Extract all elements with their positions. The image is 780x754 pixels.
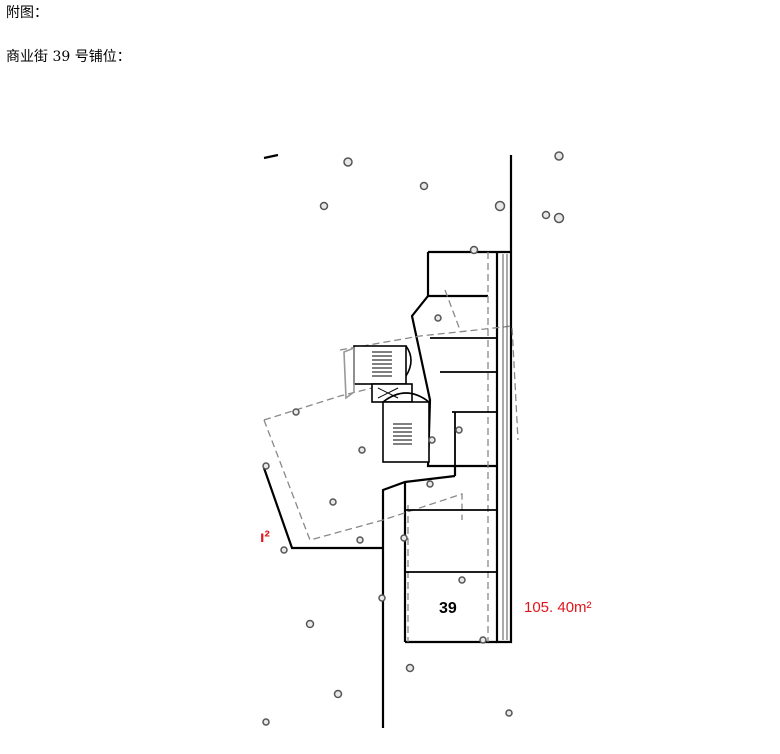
neighbor-area-label-partial: ı² xyxy=(260,529,270,546)
column-icon xyxy=(262,151,565,726)
attachment-heading: 附图： xyxy=(6,5,48,21)
plan-dashed-outline xyxy=(263,252,519,642)
shop-number-label: 39 xyxy=(439,600,457,617)
stair-treads xyxy=(372,351,412,445)
facade-lines xyxy=(502,254,508,640)
shop-caption: 商业街 39 号铺位： xyxy=(6,49,131,65)
shop-partitions xyxy=(405,337,497,573)
staircase-icon xyxy=(343,345,430,463)
shop-area-label: 105. 40m² xyxy=(524,599,592,616)
